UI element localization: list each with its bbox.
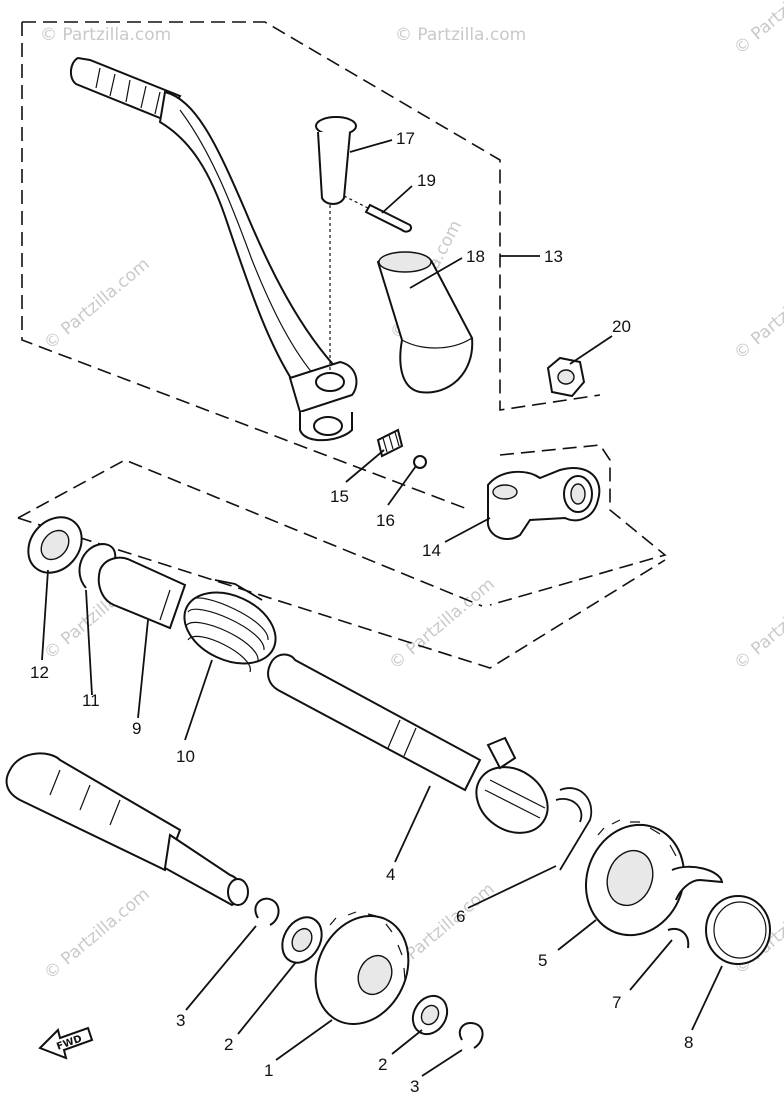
engine-shaft — [5, 752, 249, 907]
callout-8: 8 — [684, 1033, 693, 1052]
detent-spring-and-ball — [376, 428, 427, 469]
circlip-large — [705, 895, 771, 965]
spring-guide — [97, 556, 187, 630]
watermark: © Partzilla.com — [40, 884, 153, 984]
thrust-washer — [411, 994, 449, 1036]
oil-seal — [27, 516, 83, 574]
callout-19: 19 — [417, 171, 436, 190]
watermark: © Partzilla.com — [40, 25, 171, 45]
kick-crank-arm — [70, 56, 358, 442]
watermark: © Partzilla.com — [730, 574, 784, 674]
callout-15: 15 — [330, 487, 349, 506]
kick-crank-boss — [486, 467, 601, 540]
callout-3: 3 — [410, 1077, 419, 1096]
cotter-pin — [343, 195, 412, 233]
watermark: © Partzilla.com — [730, 0, 784, 59]
primary-kick-gear — [314, 911, 410, 1026]
circlip — [667, 865, 724, 949]
callout-18: 18 — [466, 247, 485, 266]
callout-13: 13 — [544, 247, 563, 266]
callout-7: 7 — [612, 993, 621, 1012]
callout-17: 17 — [396, 129, 415, 148]
watermark: © Partzilla.com — [40, 254, 153, 354]
clip — [555, 787, 593, 871]
callout-16: 16 — [376, 511, 395, 530]
callout-14: 14 — [422, 541, 441, 560]
callout-6: 6 — [456, 907, 465, 926]
assembly-outlines — [17, 21, 667, 669]
callout-11: 11 — [82, 691, 100, 710]
kick-crank-knob — [376, 251, 474, 394]
watermark: © Partzilla.com — [730, 264, 784, 364]
callout-2: 2 — [378, 1055, 387, 1074]
callout-1: 1 — [264, 1061, 273, 1080]
callout-3: 3 — [176, 1011, 185, 1030]
callout-2: 2 — [224, 1035, 233, 1054]
pin — [315, 116, 357, 370]
kick-gear — [584, 819, 686, 937]
callout-4: 4 — [386, 865, 395, 884]
callout-10: 10 — [176, 747, 195, 766]
callout-5: 5 — [538, 951, 547, 970]
callouts: 17 19 18 13 20 15 16 14 12 11 9 10 4 6 5… — [30, 129, 693, 1096]
circlip — [458, 1022, 484, 1049]
leader-lines — [41, 139, 723, 1077]
thrust-washer — [281, 916, 323, 964]
nut — [546, 356, 586, 398]
kick-axle — [267, 653, 549, 834]
callout-9: 9 — [132, 719, 141, 738]
watermark: © Partzilla.com — [395, 25, 526, 45]
circlip — [254, 897, 280, 926]
callout-12: 12 — [30, 663, 49, 682]
forward-direction-arrow: FWD — [38, 1026, 94, 1060]
torsion-spring — [183, 579, 277, 673]
callout-20: 20 — [612, 317, 631, 336]
